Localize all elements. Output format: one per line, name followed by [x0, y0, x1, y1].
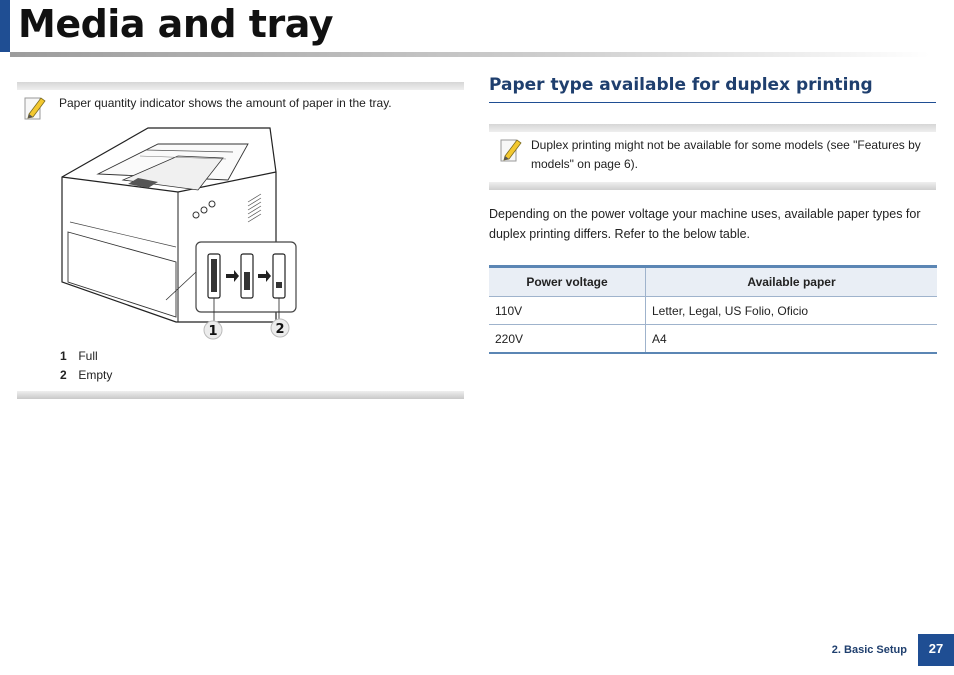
table-cell: 110V [489, 296, 646, 325]
title-accent-bar [0, 0, 10, 52]
footer-section-link[interactable]: 2. Basic Setup [831, 644, 907, 656]
table-cell: 220V [489, 324, 646, 354]
callout-2-label: 2 [275, 322, 284, 337]
callout-1-label: 1 [208, 324, 217, 339]
printer-illustration: 1 2 [58, 122, 304, 344]
table-row: 110V Letter, Legal, US Folio, Oficio [489, 296, 937, 325]
column-header-available-paper: Available paper [645, 265, 937, 297]
legend-number: 1 [60, 349, 67, 363]
table-row: 220V A4 [489, 324, 937, 354]
callout-badge-2: 2 [270, 318, 290, 338]
pencil-note-icon [23, 94, 47, 122]
left-note-bottom-band [17, 391, 464, 399]
left-note-box: Paper quantity indicator shows the amoun… [17, 82, 464, 120]
legend-number: 2 [60, 367, 67, 382]
legend-label: Full [78, 349, 98, 363]
note-top-band [489, 124, 936, 132]
page-number: 27 [918, 634, 954, 666]
legend-item: 2 Empty [60, 366, 112, 385]
column-header-power-voltage: Power voltage [489, 265, 646, 297]
page-title: Media and tray [18, 2, 333, 46]
right-note-text: Duplex printing might not be available f… [531, 138, 921, 171]
figure-legend: 1 Full 2 Empty [60, 347, 112, 384]
table-header-row: Power voltage Available paper [489, 265, 937, 297]
note-bottom-band [489, 182, 936, 190]
pencil-note-icon [499, 136, 523, 164]
section-divider [489, 102, 936, 103]
legend-item: 1 Full [60, 347, 112, 366]
paper-type-table: Power voltage Available paper 110V Lette… [489, 265, 937, 354]
table-cell: A4 [645, 324, 937, 354]
note-top-band [17, 82, 464, 90]
legend-label: Empty [78, 367, 113, 382]
callout-badge-1: 1 [203, 320, 223, 340]
right-note-box: Duplex printing might not be available f… [489, 124, 936, 191]
title-divider [10, 52, 930, 57]
table-cell: Letter, Legal, US Folio, Oficio [645, 296, 937, 325]
body-paragraph: Depending on the power voltage your mach… [489, 207, 921, 241]
left-note-text: Paper quantity indicator shows the amoun… [59, 96, 392, 110]
section-heading: Paper type available for duplex printing [489, 75, 873, 95]
